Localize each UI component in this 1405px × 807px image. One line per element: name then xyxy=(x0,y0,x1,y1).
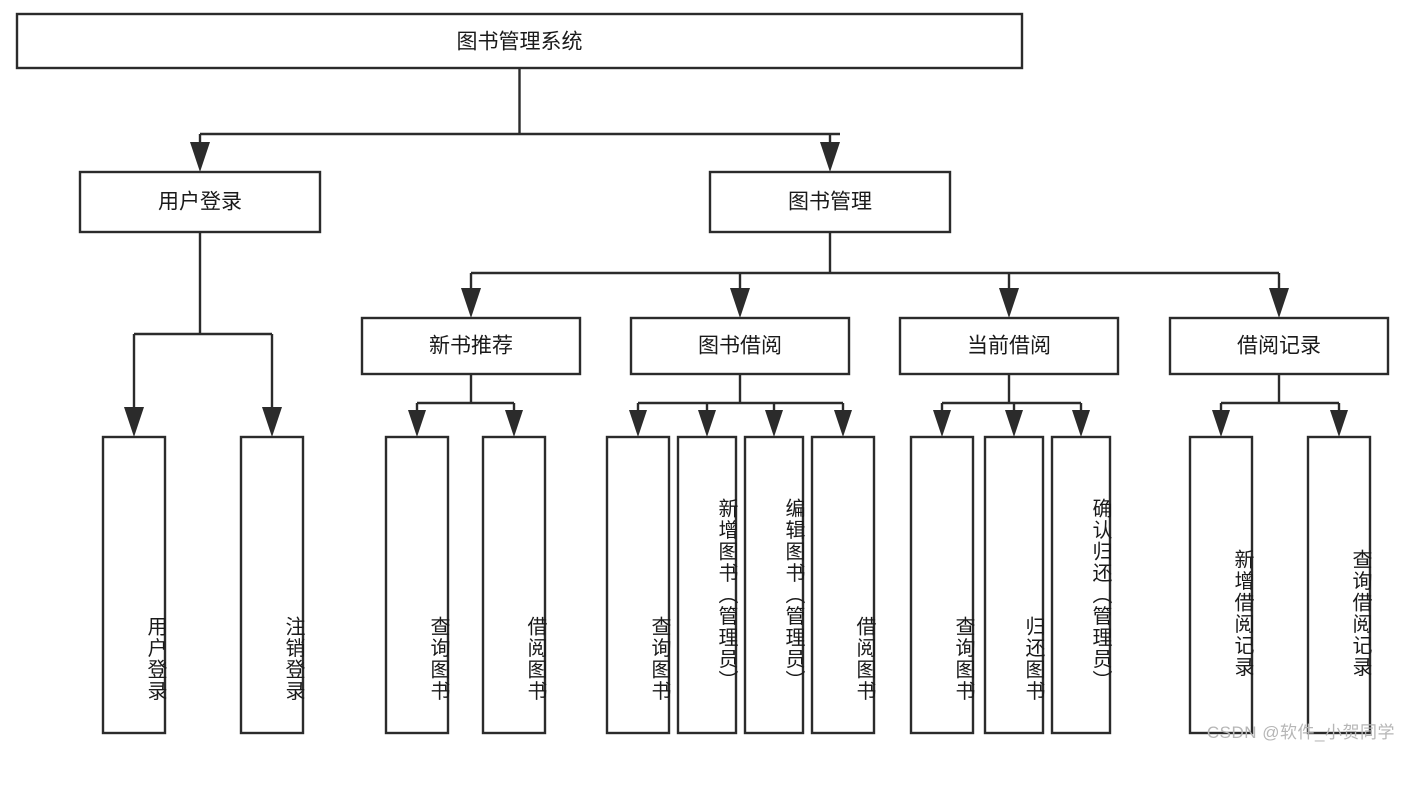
node-current-borrow-label: 当前借阅 xyxy=(967,335,1051,358)
node-borrow-record-label: 借阅记录 xyxy=(1237,335,1321,358)
arrow-head-user-login-leaf xyxy=(124,407,144,437)
node-root-box[interactable] xyxy=(15,12,1024,70)
node-borrow-book-box[interactable] xyxy=(629,316,851,376)
arrow-head-nb-borrow xyxy=(505,410,523,437)
arrow-head-nb-query xyxy=(408,410,426,437)
leaf-box-cb-return-book[interactable] xyxy=(983,435,1045,735)
arrow-head-logout-leaf xyxy=(262,407,282,437)
arrow-head-bb-add xyxy=(698,410,716,437)
connector-group-book-mgmt xyxy=(461,232,1289,318)
arrow-head-bb-edit xyxy=(765,410,783,437)
arrow-head-bb-borrow xyxy=(834,410,852,437)
arrow-head-cb-return xyxy=(1005,410,1023,437)
arrow-head-br-query xyxy=(1330,410,1348,437)
arrow-head-borrow-record xyxy=(1269,288,1289,318)
leaf-box-user-login[interactable] xyxy=(101,435,167,735)
arrow-head-cb-confirm xyxy=(1072,410,1090,437)
leaf-box-bb-edit-book[interactable] xyxy=(743,435,805,735)
flowchart-svg: 图书管理系统 用户登录 图书管理 新书推荐 图书借阅 当前借阅 借阅记录 xyxy=(15,12,1390,735)
connector-group-new-book xyxy=(408,374,523,437)
arrow-head-bb-query xyxy=(629,410,647,437)
leaf-box-bb-add-book[interactable] xyxy=(676,435,738,735)
node-user-login-box[interactable] xyxy=(78,170,322,234)
node-new-book-label: 新书推荐 xyxy=(429,335,513,358)
node-current-borrow-box[interactable] xyxy=(898,316,1120,376)
leaf-box-bb-borrow-book[interactable] xyxy=(810,435,876,735)
leaf-box-cb-confirm-return[interactable] xyxy=(1050,435,1112,735)
arrow-head-cb-query xyxy=(933,410,951,437)
connector-group-borrow-record xyxy=(1212,374,1348,437)
arrow-head-user-login xyxy=(190,142,210,172)
leaf-box-nb-borrow-book[interactable] xyxy=(481,435,547,735)
csdn-watermark: CSDN @软件_小贺同学 xyxy=(1206,723,1395,742)
arrow-head-book-mgmt xyxy=(820,142,840,172)
leaf-box-cb-query-book[interactable] xyxy=(909,435,975,735)
diagram-canvas: 图书管理系统 用户登录 图书管理 新书推荐 图书借阅 当前借阅 借阅记录 用户登… xyxy=(15,12,1395,742)
node-borrow-book-label: 图书借阅 xyxy=(698,335,782,358)
arrow-head-borrow-book xyxy=(730,288,750,318)
connector-group-user-login xyxy=(124,232,282,437)
leaf-box-br-query-record[interactable] xyxy=(1306,435,1372,735)
node-borrow-record-box[interactable] xyxy=(1168,316,1390,376)
node-user-login-label: 用户登录 xyxy=(158,191,242,214)
leaf-box-logout[interactable] xyxy=(239,435,305,735)
node-root-label: 图书管理系统 xyxy=(457,31,583,54)
connector-group-root xyxy=(190,68,840,172)
arrow-head-new-book xyxy=(461,288,481,318)
connector-group-current-borrow xyxy=(933,374,1090,437)
arrow-head-br-add xyxy=(1212,410,1230,437)
arrow-head-current-borrow xyxy=(999,288,1019,318)
node-book-mgmt-box[interactable] xyxy=(708,170,952,234)
leaf-box-br-add-record[interactable] xyxy=(1188,435,1254,735)
connector-group-borrow-book xyxy=(629,374,852,437)
leaf-box-bb-query-book[interactable] xyxy=(605,435,671,735)
node-new-book-box[interactable] xyxy=(360,316,582,376)
leaf-box-nb-query-book[interactable] xyxy=(384,435,450,735)
node-book-mgmt-label: 图书管理 xyxy=(788,191,872,214)
